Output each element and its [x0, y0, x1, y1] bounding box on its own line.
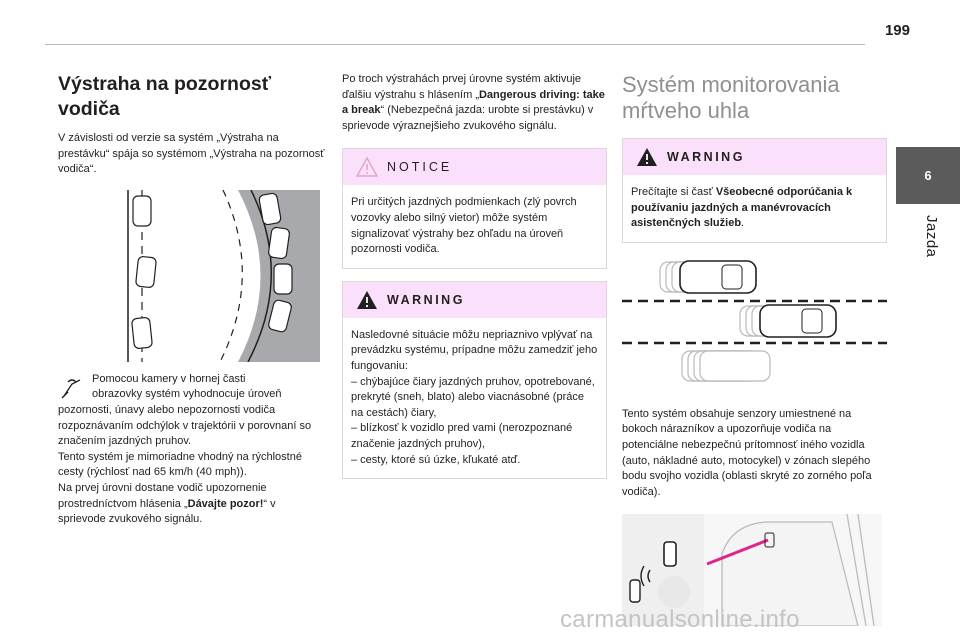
section-title-driver-attention: Výstraha na pozornosť vodiča [58, 72, 326, 122]
warning-header: WARNING [343, 281, 606, 318]
mirror-indicator-drawing [622, 514, 875, 627]
tip-continuation: pozornosti, únavy alebo nepozornosti vod… [58, 403, 312, 448]
warning-intro: Nasledovné situácie môžu nepriaznivo vpl… [351, 328, 598, 372]
suitability-paragraph: Tento systém je mimoriadne vhodný na rýc… [58, 450, 302, 479]
warning-box: WARNING Prečítajte si časť Všeobecné odp… [622, 138, 887, 243]
text-run: Na prvej úrovni dostane vodič upozorneni… [58, 481, 267, 510]
blind-spot-lanes-drawing [622, 259, 887, 382]
title-line: mŕtveho uhla [622, 98, 750, 123]
warning-triangle-icon [357, 290, 377, 309]
warning-title: WARNING [667, 150, 745, 164]
tip-line: obrazovky systém vyhodnocuje úroveň [92, 388, 282, 401]
alert-message: Dávajte pozor! [187, 497, 264, 510]
column-driver-attention: Výstraha na pozornosť vodiča V závislost… [58, 72, 326, 528]
mirror-indicator-illustration [622, 514, 882, 627]
chapter-tab[interactable]: 6 [896, 147, 960, 204]
title-line: Systém monitorovania [622, 72, 840, 97]
warning-list-item: – cesty, ktoré sú úzke, kľukaté atď. [351, 453, 521, 466]
column-blind-spot: Systém monitorovania mŕtveho uhla WARNIN… [622, 72, 887, 627]
text-run: Po troch výstrahách prvej úrovne systém … [342, 73, 582, 101]
text-run: . [741, 217, 745, 230]
warning-triangle-icon [637, 148, 657, 166]
blind-spot-description: Tento systém obsahuje senzory umiestnené… [622, 407, 872, 498]
blind-spot-lanes-illustration [622, 256, 887, 387]
title-line: vodiča [58, 98, 120, 120]
lightbulb-tip-icon [61, 379, 81, 399]
warning-body: Nasledovné situácie môžu nepriaznivo vpl… [343, 318, 606, 478]
text-run: Prečítajte si časť [631, 186, 716, 198]
page-number: 199 [884, 22, 910, 39]
lane-drift-illustration [58, 189, 320, 362]
warning-list-item: – chýbajúce čiary jazdných pruhov, opotr… [351, 375, 595, 419]
title-line: Výstraha na pozornosť [58, 73, 272, 95]
text-run: “ (Nebezpečná jazda: urobte si prestávku… [342, 104, 594, 132]
warning-list-item: – blízkosť k vozidlo pred vami (nerozpoz… [351, 422, 573, 450]
cross-reference: Všeobecné odporúčania k používaniu jazdn… [631, 186, 853, 230]
tip-line: Pomocou kamery v hornej časti [92, 372, 246, 385]
alert-message: Dangerous driving: take a break [342, 88, 605, 117]
first-level-alert-paragraph: Na prvej úrovni dostane vodič upozorneni… [58, 481, 326, 528]
warning-box: WARNING Nasledovné situácie môžu nepriaz… [342, 280, 607, 480]
notice-header: NOTICE [343, 149, 606, 186]
section-title-blind-spot: Systém monitorovania mŕtveho uhla [622, 72, 887, 124]
caution-triangle-icon [356, 157, 378, 178]
text-run: “ v sprievode zvukového signálu. [58, 497, 276, 526]
warning-header: WARNING [623, 139, 886, 175]
notice-title: NOTICE [387, 160, 453, 175]
lane-drift-drawing [58, 189, 320, 362]
camera-tip: Pomocou kamery v hornej časti obrazovky … [58, 372, 326, 403]
notice-body: Pri určitých jazdných podmienkach (zlý p… [351, 196, 577, 256]
warning-body: Prečítajte si časť Všeobecné odporúčania… [623, 175, 886, 242]
notice-box: NOTICE Pri určitých jazdných podmienkach… [342, 148, 607, 269]
intro-paragraph: V závislosti od verzie sa systém „Výstra… [58, 132, 325, 176]
watermark: carmanualsonline.info [560, 606, 800, 633]
warning-title: WARNING [387, 292, 465, 307]
second-level-alert-paragraph: Po troch výstrahách prvej úrovne systém … [342, 72, 607, 134]
top-divider [45, 44, 865, 45]
column-alerts: Po troch výstrahách prvej úrovne systém … [342, 72, 607, 491]
chapter-label: Jazda [923, 215, 940, 258]
